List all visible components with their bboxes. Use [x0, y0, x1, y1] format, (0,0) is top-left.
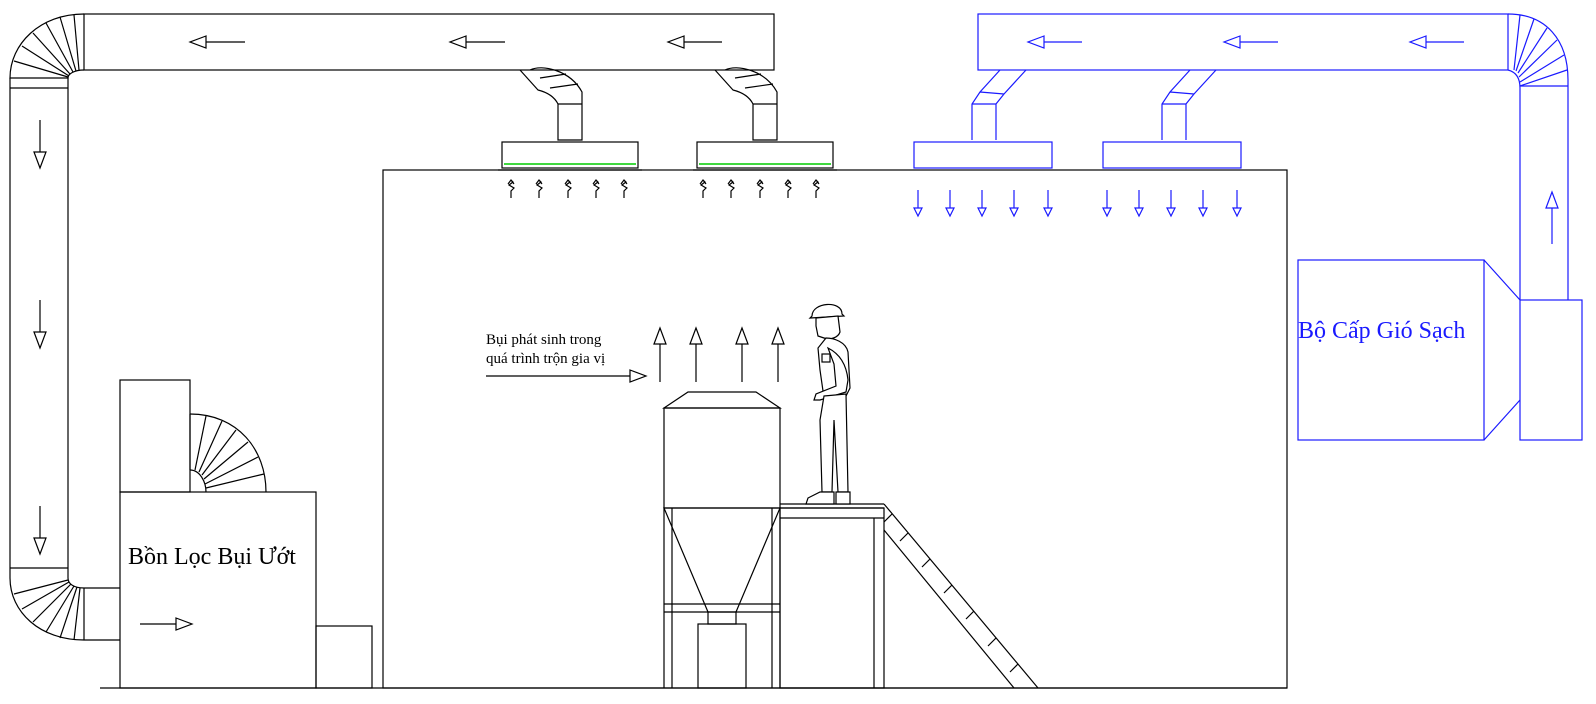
clean-air-unit: [1297, 259, 1485, 441]
top-left-elbow-segments: [13, 14, 80, 78]
bottom-left-elbow: [9, 577, 120, 641]
exhaust-duct-system: [9, 13, 837, 641]
stairs: [883, 503, 1039, 689]
flow-arrow: [1545, 190, 1559, 244]
clean-air-unit-label: Bộ Cấp Gió Sạch: [1298, 318, 1465, 344]
work-platform: [779, 503, 885, 689]
wet-filter-label: Bồn Lọc Bụi Ướt: [128, 544, 296, 570]
wet-dust-filter-tank: Bồn Lọc Bụi Ướt: [119, 379, 373, 689]
suction-arrows: [507, 179, 820, 198]
supply-diffuser-1: [913, 69, 1053, 169]
flow-arrow: [33, 120, 47, 170]
top-left-elbow: [9, 13, 85, 79]
flow-arrow: [140, 617, 194, 631]
flow-arrow: [33, 506, 47, 556]
flow-arrow: [1026, 35, 1082, 49]
flow-arrow: [1408, 35, 1464, 49]
dust-source-label-1: Bụi phát sinh trong: [486, 332, 602, 348]
dust-source-label-2: quá trình trộn gia vị: [486, 351, 605, 367]
flow-arrow: [666, 35, 722, 49]
top-clean-air-duct: [977, 13, 1509, 71]
hard-hat-icon: [808, 303, 846, 319]
clean-air-duct-system: Bộ Cấp Gió Sạch: [913, 13, 1583, 441]
exhaust-hood-1: [498, 67, 642, 171]
flow-arrow: [486, 369, 648, 383]
air-supply-box: [1519, 299, 1583, 441]
person-worker-icon: [805, 303, 851, 505]
supply-diffuser-2: [1102, 69, 1242, 169]
top-duct-flow-arrows: [188, 35, 722, 49]
flow-arrow: [188, 35, 245, 49]
dust-up-arrows: [653, 326, 785, 382]
supply-arrows: [913, 190, 1242, 218]
left-duct-flow-arrows: [33, 120, 47, 556]
flow-arrow: [1222, 35, 1278, 49]
top-exhaust-duct: [83, 13, 775, 71]
flow-arrow: [448, 35, 505, 49]
flow-arrow: [33, 300, 47, 350]
exhaust-hood-2: [693, 67, 837, 171]
spice-mixer: [662, 391, 782, 689]
clean-duct-flow-arrows: [1026, 35, 1464, 49]
